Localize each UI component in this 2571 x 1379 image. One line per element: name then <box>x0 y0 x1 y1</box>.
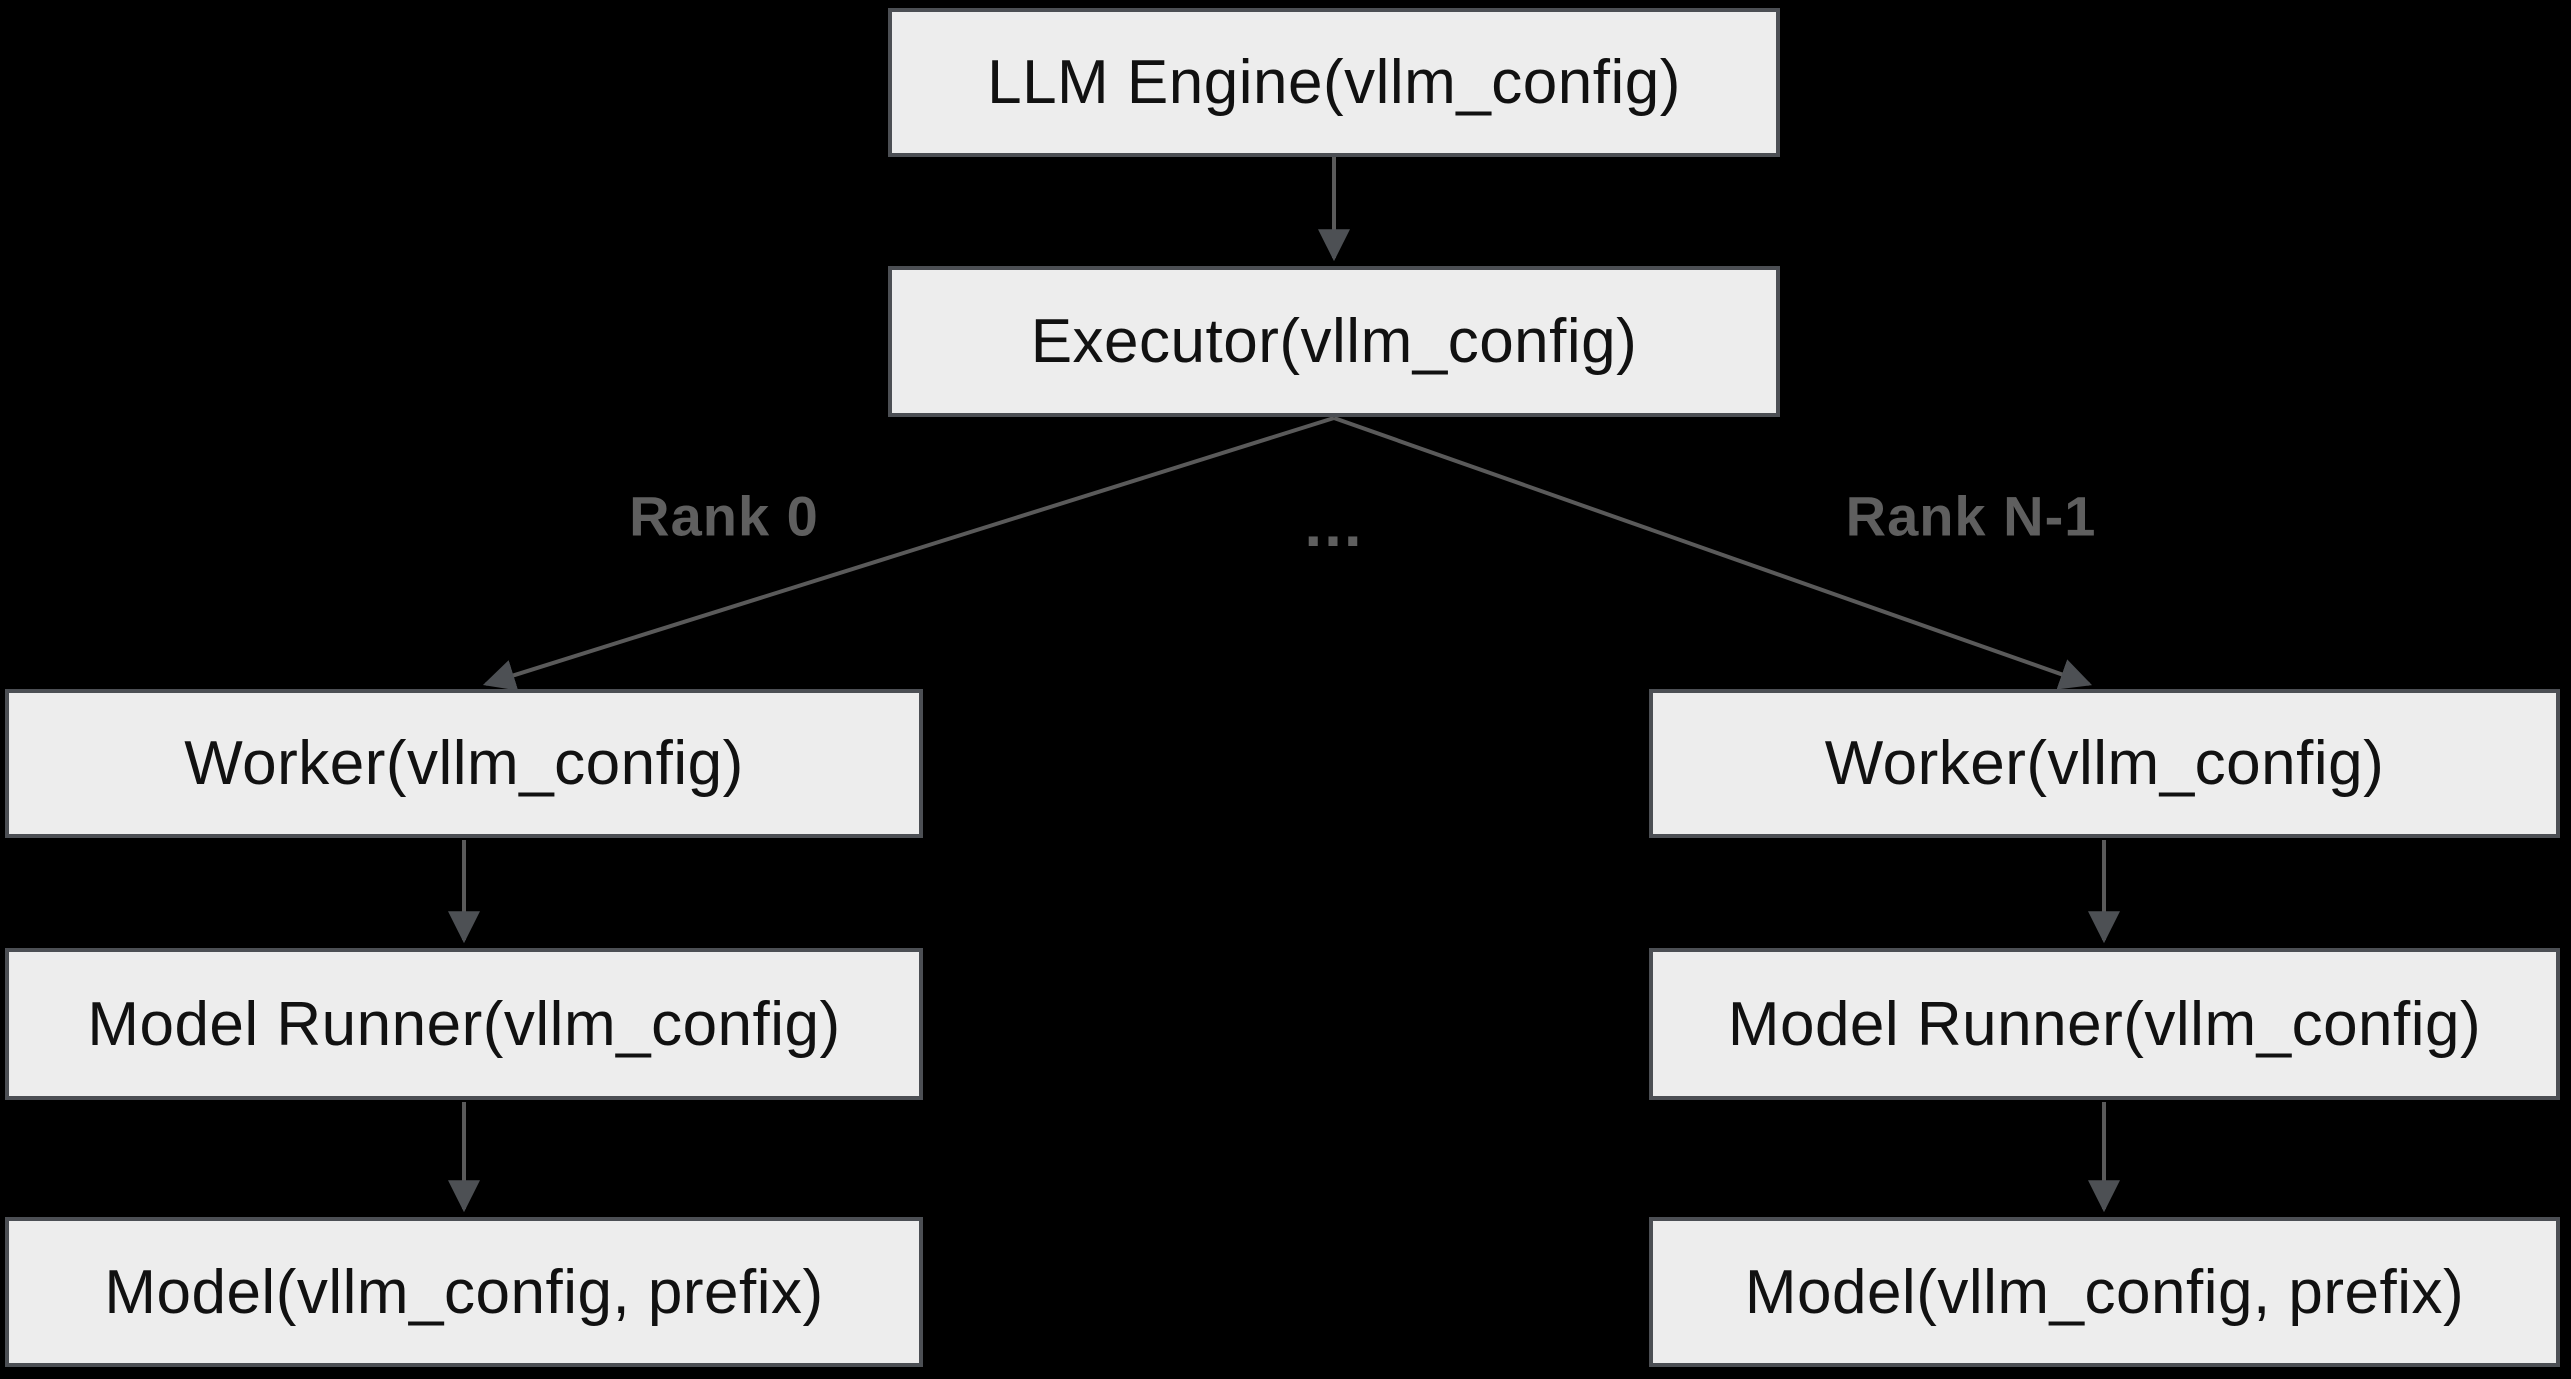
node-model-runner-rank0: Model Runner(vllm_config) <box>5 948 923 1100</box>
node-llm-engine: LLM Engine(vllm_config) <box>888 8 1780 157</box>
node-model-runner-rankn: Model Runner(vllm_config) <box>1649 948 2560 1100</box>
edge-label-rank-n-1: Rank N-1 <box>1831 483 2111 549</box>
node-model-rank0: Model(vllm_config, prefix) <box>5 1217 923 1367</box>
edge-executor-to-worker-left <box>482 416 1335 691</box>
edge-label-ellipsis: ... <box>1290 487 1378 561</box>
node-worker-rankn: Worker(vllm_config) <box>1649 689 2560 838</box>
node-model-rankn: Model(vllm_config, prefix) <box>1649 1217 2560 1367</box>
edge-executor-to-worker-right <box>1333 416 2093 690</box>
node-executor: Executor(vllm_config) <box>888 266 1780 417</box>
edge-label-rank-0: Rank 0 <box>615 483 833 549</box>
node-worker-rank0: Worker(vllm_config) <box>5 689 923 838</box>
